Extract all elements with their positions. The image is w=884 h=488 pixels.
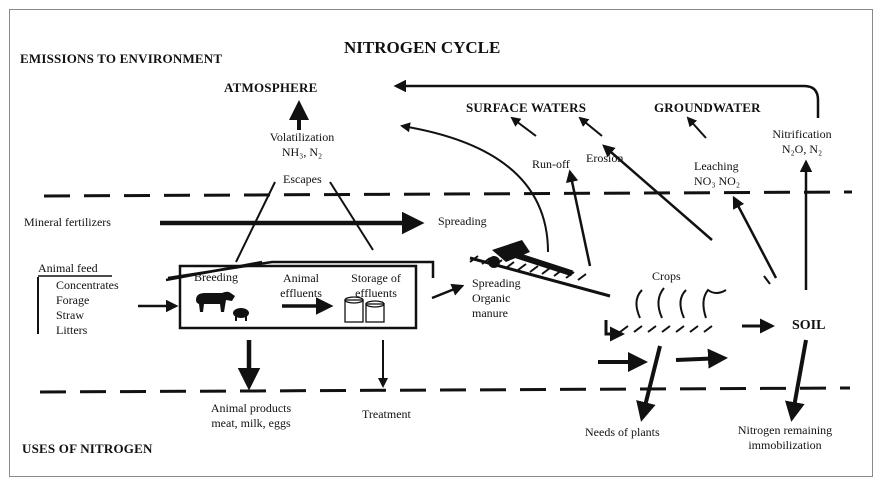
uses-header: USES OF NITROGEN [22,441,153,456]
leaching-to-groundwater-arrow [686,116,707,139]
surface-waters-label: SURFACE WATERS [466,100,587,115]
needs-of-plants-arrow [636,345,662,422]
nitrogen-remaining-arrow [784,339,808,422]
groundwater-label: GROUNDWATER [654,100,761,115]
leaching-label: Leaching [694,159,739,173]
spreading-organic-line2: Organic [472,291,511,305]
animal-products-line1: Animal products [210,401,292,415]
animal-effluents-line1: Animal [283,271,319,285]
diagram-frame [9,9,873,477]
volatilization-gases: NH₃, N₂ [281,145,323,159]
treatment-label: Treatment [362,407,411,421]
manure-to-soil-hook [604,320,625,342]
feed-item-straw: Straw [56,308,84,322]
feed-item-forage: Forage [56,293,90,307]
needs-of-plants-label: Needs of plants [585,425,660,439]
nitrogen-remaining-line1: Nitrogen remaining [737,423,833,437]
leaching-arrow [732,195,778,279]
nitrogen-remaining-line2: immobilization [748,438,822,452]
soil-label: SOIL [792,318,826,333]
nitrification-label: Nitrification [772,127,832,141]
diagram-title: NITROGEN CYCLE [344,38,501,57]
emissions-header: EMISSIONS TO ENVIRONMENT [20,51,223,66]
animal-feed-label: Animal feed [38,261,98,275]
spreading-label: Spreading [438,214,487,228]
spreading-emission-arrow [400,122,549,253]
volatilization-label: Volatilization [269,130,335,144]
feed-item-litters: Litters [56,323,88,337]
field-line [469,256,611,298]
erosion-to-surface-arrow [578,116,603,137]
storage-line2: effluents [355,286,397,300]
storage-tanks [344,296,385,323]
animal-effluents-line2: effluents [280,286,322,300]
runoff-label: Run-off [532,157,570,171]
atmosphere-label: ATMOSPHERE [224,80,318,95]
spreading-organic-line3: manure [472,306,508,320]
return-to-atmosphere-arrow [393,79,820,118]
upper-dashed-boundary [43,190,853,198]
crop-row-hatch [619,325,713,333]
soil-stub [763,275,771,285]
breeding-label: Breeding [194,270,238,284]
erosion-arrow [602,144,713,241]
barn-to-spreading-arrow [431,283,465,300]
animal-products-line2: meat, milk, eggs [211,416,291,430]
escape-line-right [329,181,374,251]
nitrification-gases: N₂O, N₂ [781,142,823,156]
crops-sketch [635,287,727,319]
runoff-arrow [565,169,592,267]
runoff-to-surface-arrow [510,116,537,137]
leaching-ions: NO₃ NO₂ [694,174,741,188]
lower-dashed-boundary [39,386,851,394]
mineral-fertilizers-label: Mineral fertilizers [24,215,111,229]
livestock-silhouettes [196,291,249,321]
storage-line1: Storage of [351,271,401,285]
escapes-label: Escapes [283,172,322,186]
feed-item-concentrates: Concentrates [56,278,119,292]
barn-box [178,264,418,330]
flow-arrow-right [675,348,728,369]
crops-label: Crops [652,269,681,283]
spreading-organic-line1: Spreading [472,276,521,290]
erosion-label: Erosion [586,151,624,165]
